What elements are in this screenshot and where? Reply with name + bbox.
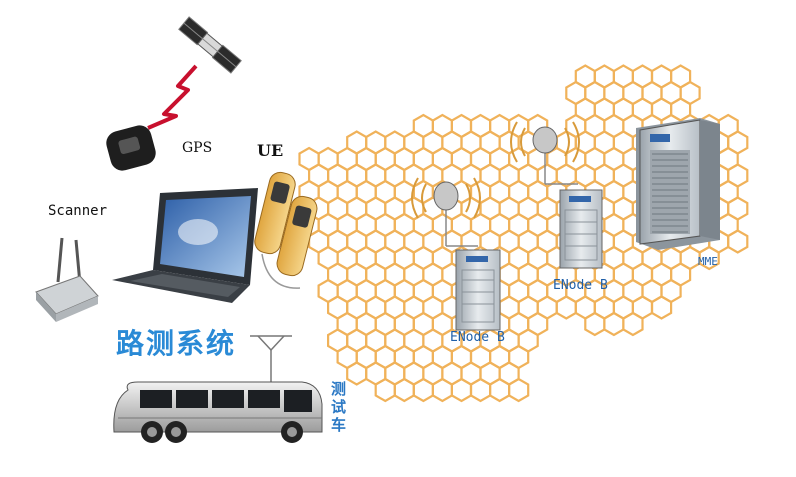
gps-receiver-icon (106, 125, 156, 171)
mme-label: MME (698, 255, 718, 268)
scanner-label: Scanner (48, 203, 108, 219)
hexagon-cell (374, 377, 396, 403)
vehicle-label-char: 车 (331, 416, 347, 434)
hexagon-cell (555, 295, 577, 320)
hexagon-cell (584, 311, 606, 337)
lightning-icon (147, 64, 198, 130)
enodeb-left (411, 177, 501, 331)
vehicle-label-char: 测 (331, 380, 347, 398)
hexagon-cell (727, 229, 749, 254)
signal-wave-icon (510, 121, 580, 163)
hexagon-cell (469, 377, 492, 403)
antenna-icon (433, 181, 459, 211)
hexagon-cell (622, 311, 644, 337)
hexagon-cell (450, 377, 473, 403)
gps-label: GPS (182, 140, 213, 156)
antenna-icon (532, 126, 558, 154)
ue-handset-icon (254, 171, 318, 289)
enode-b-label-right: ENode B (553, 278, 608, 293)
satellite-icon (178, 16, 242, 74)
system-title: 路测系统 (116, 327, 237, 360)
hexagon-cell (346, 361, 368, 386)
bus-icon (113, 381, 323, 443)
scanner-icon (35, 237, 99, 322)
laptop-icon (112, 188, 258, 303)
hexagon-cell (489, 377, 511, 403)
server-cabinet-icon (636, 118, 720, 250)
signal-wave-icon (411, 177, 481, 219)
hexagon-cell (650, 295, 673, 320)
hexagon-cell (603, 311, 625, 337)
enode-b-label-left: ENode B (450, 330, 505, 345)
hexagon-cell (698, 245, 720, 271)
hexagon-cell (431, 377, 453, 403)
hexagon-cell (393, 377, 415, 403)
hexagon-cell (412, 377, 434, 403)
ue-label: UE (257, 141, 284, 160)
server-cabinet-icon (559, 189, 603, 269)
vehicle-label: 测 试 车 (331, 380, 346, 434)
hexagon-cell (508, 377, 530, 403)
antenna-icon (250, 335, 292, 386)
server-cabinet-icon (455, 249, 501, 331)
vehicle-label-char: 试 (331, 398, 347, 416)
enodeb-right (510, 121, 603, 269)
